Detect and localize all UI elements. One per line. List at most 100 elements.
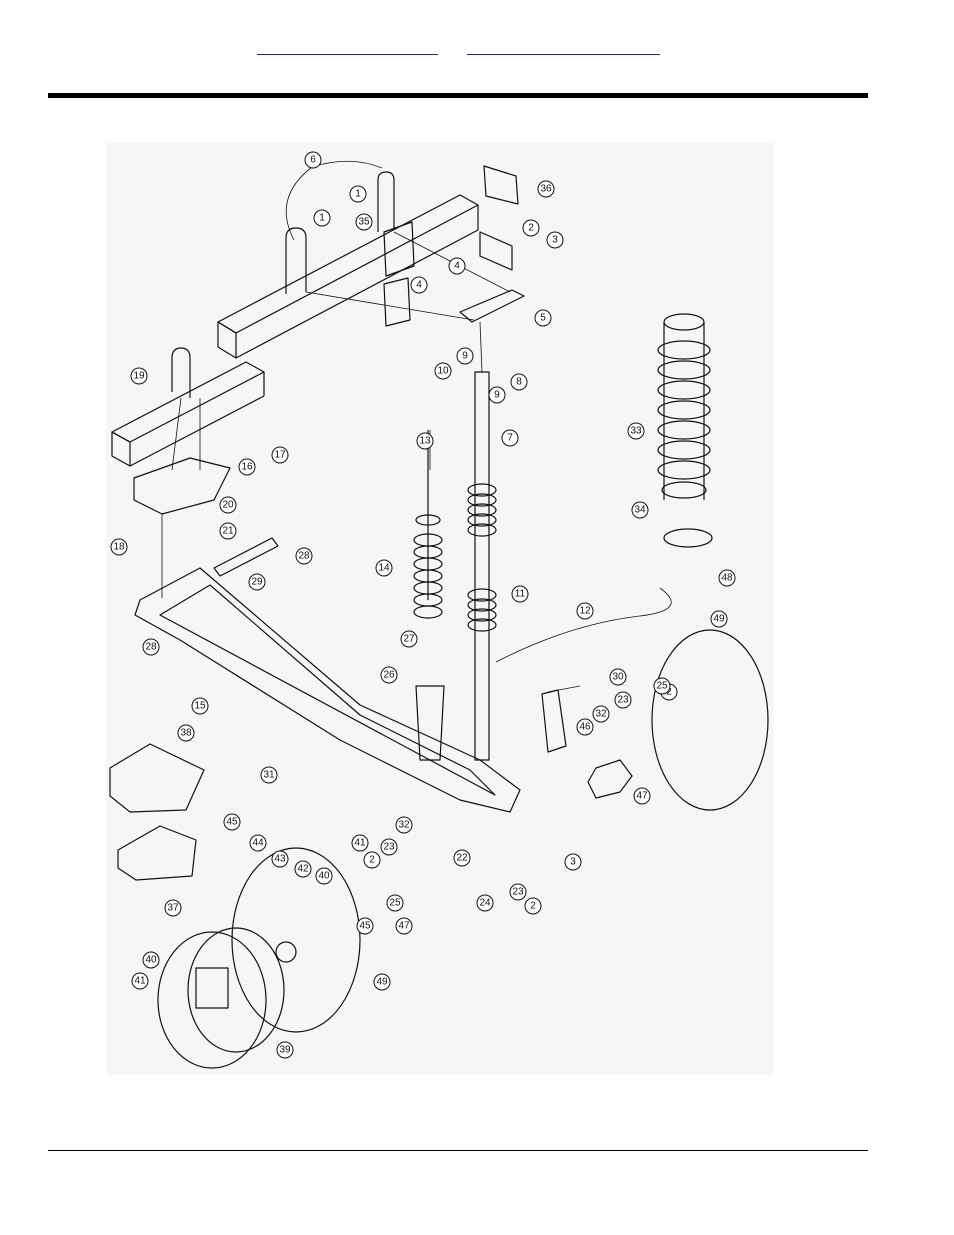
callout-4: 4 (449, 258, 465, 274)
svg-text:1: 1 (355, 189, 361, 200)
svg-text:38: 38 (180, 728, 192, 739)
svg-text:34: 34 (634, 505, 646, 516)
svg-text:45: 45 (359, 921, 371, 932)
svg-text:19: 19 (133, 371, 145, 382)
callout-7: 7 (502, 430, 518, 446)
callout-20: 20 (220, 497, 236, 513)
footer-rule (48, 1150, 868, 1151)
callout-8: 8 (511, 374, 527, 390)
callout-40: 40 (143, 952, 159, 968)
callout-17: 17 (272, 447, 288, 463)
callout-6: 6 (305, 152, 321, 168)
callout-13: 13 (417, 433, 433, 449)
svg-text:30: 30 (612, 672, 624, 683)
svg-text:25: 25 (656, 681, 668, 692)
callout-12: 12 (577, 603, 593, 619)
callout-46: 46 (577, 719, 593, 735)
svg-text:14: 14 (378, 563, 390, 574)
svg-text:4: 4 (416, 280, 422, 291)
svg-text:6: 6 (310, 155, 316, 166)
svg-text:9: 9 (462, 351, 468, 362)
callout-35: 35 (356, 214, 372, 230)
svg-text:40: 40 (145, 955, 157, 966)
svg-text:42: 42 (297, 864, 309, 875)
callout-23: 23 (615, 692, 631, 708)
callout-33: 33 (628, 423, 644, 439)
svg-text:23: 23 (383, 842, 395, 853)
svg-text:7: 7 (507, 433, 513, 444)
svg-text:2: 2 (528, 223, 534, 234)
svg-text:2: 2 (369, 855, 375, 866)
callout-37: 37 (165, 900, 181, 916)
callout-2: 2 (525, 898, 541, 914)
callout-23: 23 (381, 839, 397, 855)
callout-29: 29 (249, 574, 265, 590)
callout-45: 45 (357, 918, 373, 934)
callout-30: 30 (610, 669, 626, 685)
callout-10: 10 (435, 363, 451, 379)
callout-31: 31 (261, 767, 277, 783)
svg-text:49: 49 (713, 614, 725, 625)
svg-text:32: 32 (398, 820, 410, 831)
svg-text:12: 12 (579, 606, 591, 617)
callout-1: 1 (350, 186, 366, 202)
svg-text:8: 8 (516, 377, 522, 388)
svg-text:24: 24 (479, 898, 491, 909)
callout-28: 28 (143, 639, 159, 655)
callout-4: 4 (411, 277, 427, 293)
callout-25: 25 (387, 895, 403, 911)
callout-2: 2 (364, 852, 380, 868)
callout-28: 28 (296, 548, 312, 564)
callout-11: 11 (512, 586, 528, 602)
svg-text:2: 2 (530, 901, 536, 912)
callout-3: 3 (565, 854, 581, 870)
svg-text:22: 22 (456, 853, 468, 864)
svg-text:35: 35 (358, 217, 370, 228)
callout-2: 2 (523, 220, 539, 236)
svg-text:3: 3 (552, 235, 558, 246)
callout-49: 49 (711, 611, 727, 627)
svg-text:41: 41 (354, 838, 366, 849)
svg-text:49: 49 (376, 977, 388, 988)
callout-43: 43 (272, 851, 288, 867)
callout-49: 49 (374, 974, 390, 990)
svg-text:33: 33 (630, 426, 642, 437)
callout-32: 32 (396, 817, 412, 833)
svg-text:45: 45 (226, 817, 238, 828)
svg-text:1: 1 (319, 213, 325, 224)
callout-45: 45 (224, 814, 240, 830)
callout-44: 44 (250, 835, 266, 851)
svg-text:40: 40 (318, 871, 330, 882)
svg-text:20: 20 (222, 500, 234, 511)
svg-text:23: 23 (617, 695, 629, 706)
callout-23: 23 (510, 884, 526, 900)
svg-text:48: 48 (721, 573, 733, 584)
callout-18: 18 (111, 539, 127, 555)
callout-40: 40 (316, 868, 332, 884)
callout-36: 36 (538, 181, 554, 197)
callout-22: 22 (454, 850, 470, 866)
callout-41: 41 (352, 835, 368, 851)
callout-21: 21 (220, 523, 236, 539)
svg-text:47: 47 (398, 921, 410, 932)
callout-34: 34 (632, 502, 648, 518)
svg-text:13: 13 (419, 436, 431, 447)
callout-16: 16 (239, 459, 255, 475)
svg-text:9: 9 (494, 390, 500, 401)
svg-text:27: 27 (403, 634, 415, 645)
svg-text:15: 15 (194, 701, 206, 712)
svg-text:21: 21 (222, 526, 234, 537)
svg-text:16: 16 (241, 462, 253, 473)
callout-32: 32 (593, 706, 609, 722)
callout-24: 24 (477, 895, 493, 911)
svg-text:25: 25 (389, 898, 401, 909)
svg-text:4: 4 (454, 261, 460, 272)
callout-14: 14 (376, 560, 392, 576)
callout-25: 25 (654, 678, 670, 694)
svg-text:36: 36 (540, 184, 552, 195)
callout-5: 5 (535, 310, 551, 326)
svg-text:28: 28 (298, 551, 310, 562)
callout-15: 15 (192, 698, 208, 714)
svg-text:31: 31 (263, 770, 275, 781)
